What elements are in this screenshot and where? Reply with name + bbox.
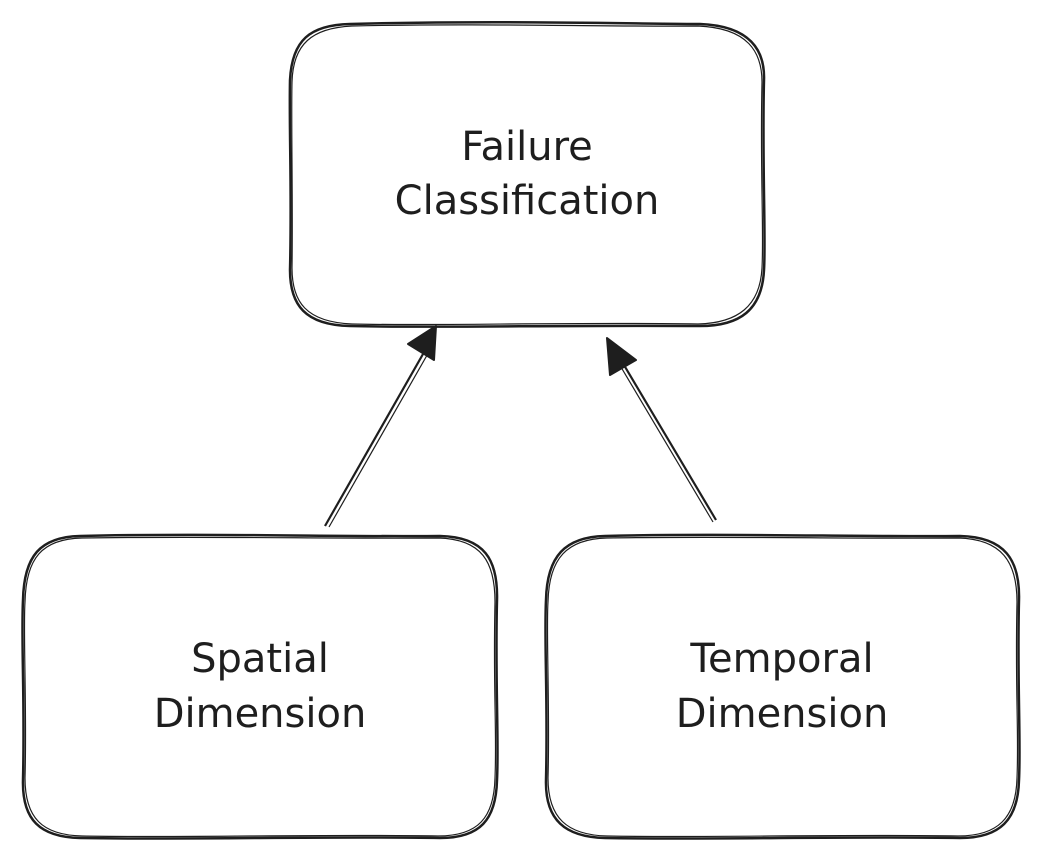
arrow-shaft (324, 339, 432, 527)
node-box (21, 533, 499, 840)
node-failure-classification[interactable]: Failure Classification (288, 20, 766, 328)
node-label-line-1: Temporal (689, 636, 873, 682)
arrowhead-icon (407, 325, 437, 361)
node-label-line-2: Classification (395, 178, 660, 224)
edge-spatial-to-failure[interactable] (324, 325, 437, 528)
node-box (288, 20, 766, 328)
node-label-line-2: Dimension (676, 691, 889, 737)
edge-temporal-to-failure[interactable] (606, 337, 717, 523)
node-spatial-dimension[interactable]: Spatial Dimension (21, 533, 499, 840)
node-label-line-2: Dimension (154, 691, 367, 737)
node-label-line-1: Failure (461, 124, 593, 170)
node-temporal-dimension[interactable]: Temporal Dimension (544, 533, 1021, 840)
arrow-shaft (617, 354, 717, 521)
arrowhead-icon (606, 337, 637, 376)
node-label-line-1: Spatial (191, 636, 329, 682)
node-box (544, 533, 1021, 840)
